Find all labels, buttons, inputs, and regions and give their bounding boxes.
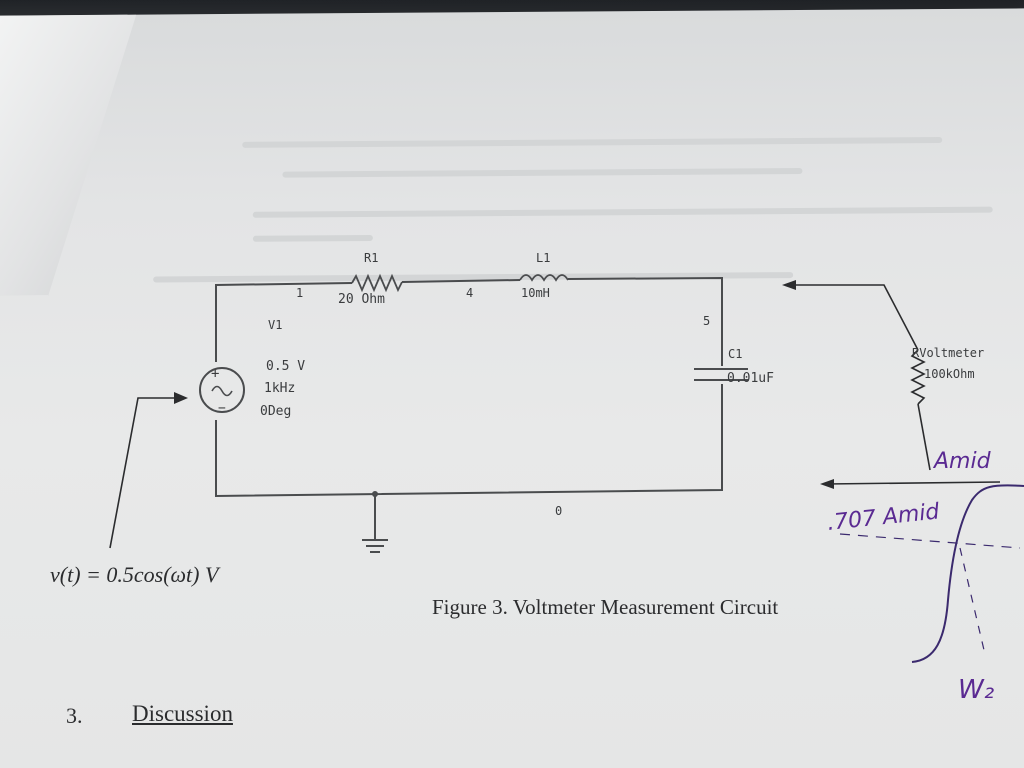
c1-value-label: 0.01uF (727, 371, 774, 386)
dashed-707-line (839, 533, 1021, 549)
rvoltmeter-value-label: 100kOhm (924, 367, 975, 381)
node-0-label: 0 (555, 504, 562, 518)
ac-source-symbol (199, 367, 245, 413)
l1-value-label: 10mH (521, 286, 550, 300)
node-4-label: 4 (466, 286, 473, 300)
resistor-r1-symbol (351, 273, 403, 293)
dashed-w2-line (959, 547, 985, 651)
section-title: Discussion (132, 701, 233, 726)
r1-value-label: 20 Ohm (338, 292, 385, 307)
section-number: 3. (66, 703, 83, 728)
v1-name-label: V1 (268, 318, 282, 332)
c1-name-label: C1 (728, 347, 742, 361)
sine-wave-icon (211, 385, 233, 397)
source-equation: v(t) = 0.5cos(ωt) V (50, 562, 219, 587)
w2-annotation: W₂ (958, 675, 994, 705)
voltmeter-branch (790, 284, 1001, 485)
rvoltmeter-name-label: RVoltmeter (912, 346, 984, 360)
point707-annotation: .707 Amid (826, 499, 942, 536)
v1-frequency-label: 1kHz (264, 381, 295, 396)
v1-phase-label: 0Deg (260, 404, 291, 419)
bandpass-curve-sketch (911, 484, 1024, 663)
equation-pointer-line (109, 397, 176, 549)
circuit-wires (215, 276, 748, 553)
amid-annotation: Amid (932, 449, 992, 474)
v1-amplitude-label: 0.5 V (266, 359, 305, 374)
ground-node-dot (372, 491, 378, 497)
node-5-label: 5 (703, 314, 710, 328)
arrow-head-icon (174, 392, 188, 404)
rvoltmeter-resistor-symbol (910, 349, 926, 405)
inductor-l1-symbol (519, 274, 569, 282)
l1-name-label: L1 (536, 251, 550, 265)
minus-sign-icon: − (218, 401, 226, 416)
node-1-label: 1 (296, 286, 303, 300)
arrow-head-icon (820, 479, 834, 489)
plus-sign-icon: + (211, 366, 219, 382)
arrow-head-icon (782, 280, 796, 290)
figure-caption: Figure 3. Voltmeter Measurement Circuit (432, 595, 779, 619)
r1-name-label: R1 (364, 251, 378, 265)
